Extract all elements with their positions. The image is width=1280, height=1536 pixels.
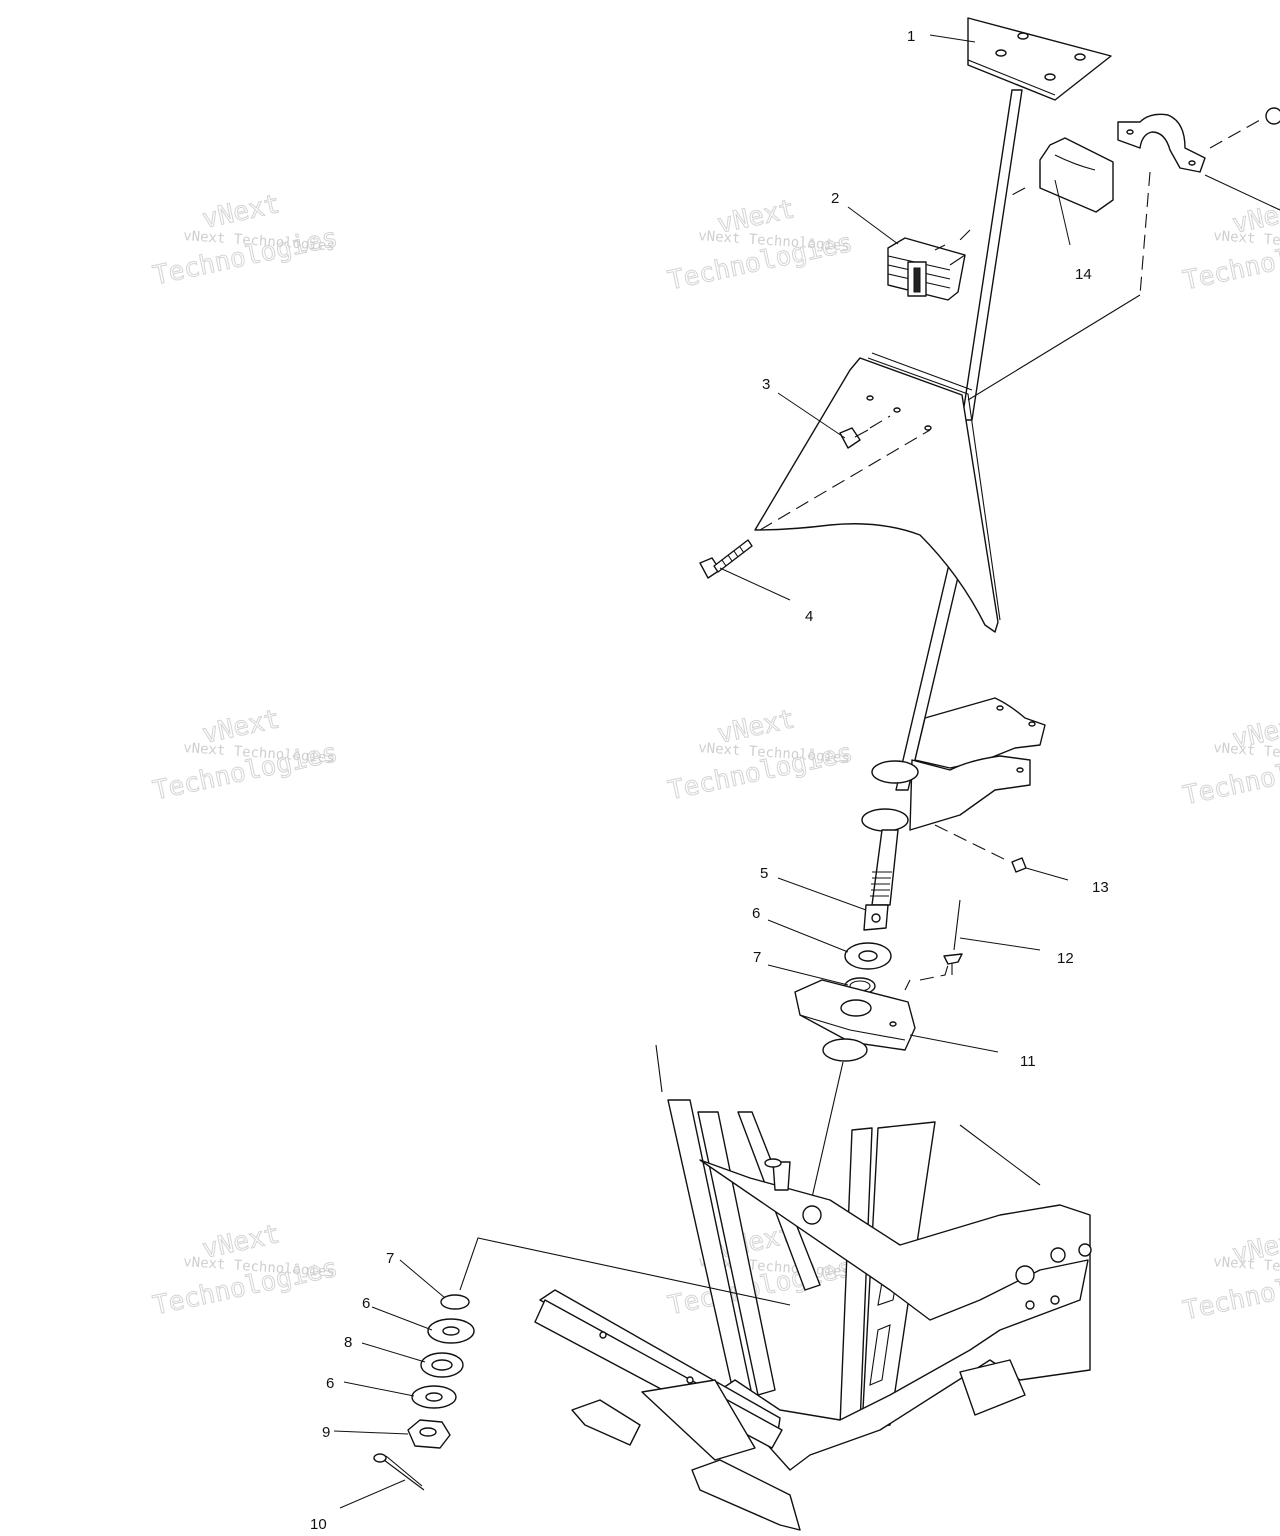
callout-7-lower: 7	[386, 1250, 394, 1267]
side-screw	[1011, 857, 1027, 873]
splined-shaft	[863, 829, 899, 931]
callout-12: 12	[1057, 950, 1074, 967]
half-bushing	[1039, 137, 1114, 213]
watermark-top: vNext	[200, 189, 283, 235]
bushing-block	[887, 237, 966, 301]
watermark-text: vNext Technologies	[1213, 1254, 1280, 1281]
callout-1: 1	[907, 28, 915, 45]
callout-8: 8	[344, 1334, 352, 1351]
assembly-lines-top	[934, 119, 1280, 401]
callout-11: 11	[1020, 1053, 1036, 1070]
callout-9: 9	[322, 1424, 330, 1441]
hex-bolt	[699, 429, 931, 579]
callout-labels: 1 2 3 4 5 6 7 11 12 13 14 7 6 8 6 9 10	[310, 28, 1109, 1533]
lower-bearing	[420, 1352, 464, 1378]
steering-block	[794, 964, 949, 1216]
callout-5: 5	[760, 865, 768, 882]
leader-lines	[333, 34, 1071, 1509]
vehicle-frame	[534, 1044, 1092, 1531]
callout-10: 10	[310, 1516, 327, 1533]
assembly-lines-bottom	[459, 1237, 791, 1306]
callout-4: 4	[805, 608, 813, 625]
small-screw	[839, 415, 891, 449]
callout-14: 14	[1075, 266, 1092, 283]
callout-6-lower: 6	[362, 1295, 370, 1312]
cotter-pin	[373, 1453, 425, 1491]
lower-bracket	[861, 697, 1046, 863]
lower-washer-1	[427, 1318, 475, 1344]
steering-cover	[754, 352, 1001, 633]
clamp-bracket	[1117, 107, 1280, 173]
upper-washer	[844, 942, 892, 970]
callout-6: 6	[752, 905, 760, 922]
rivet-pin	[943, 899, 963, 975]
callout-7: 7	[753, 949, 761, 966]
castle-nut	[407, 1419, 451, 1449]
callout-13: 13	[1092, 879, 1109, 896]
lower-o-ring	[440, 1294, 470, 1310]
lower-hardware-stack	[373, 1294, 475, 1491]
callout-2: 2	[831, 190, 839, 207]
callout-6-lower-2: 6	[326, 1375, 334, 1392]
lower-washer-2	[411, 1385, 457, 1409]
callout-3: 3	[762, 376, 770, 393]
